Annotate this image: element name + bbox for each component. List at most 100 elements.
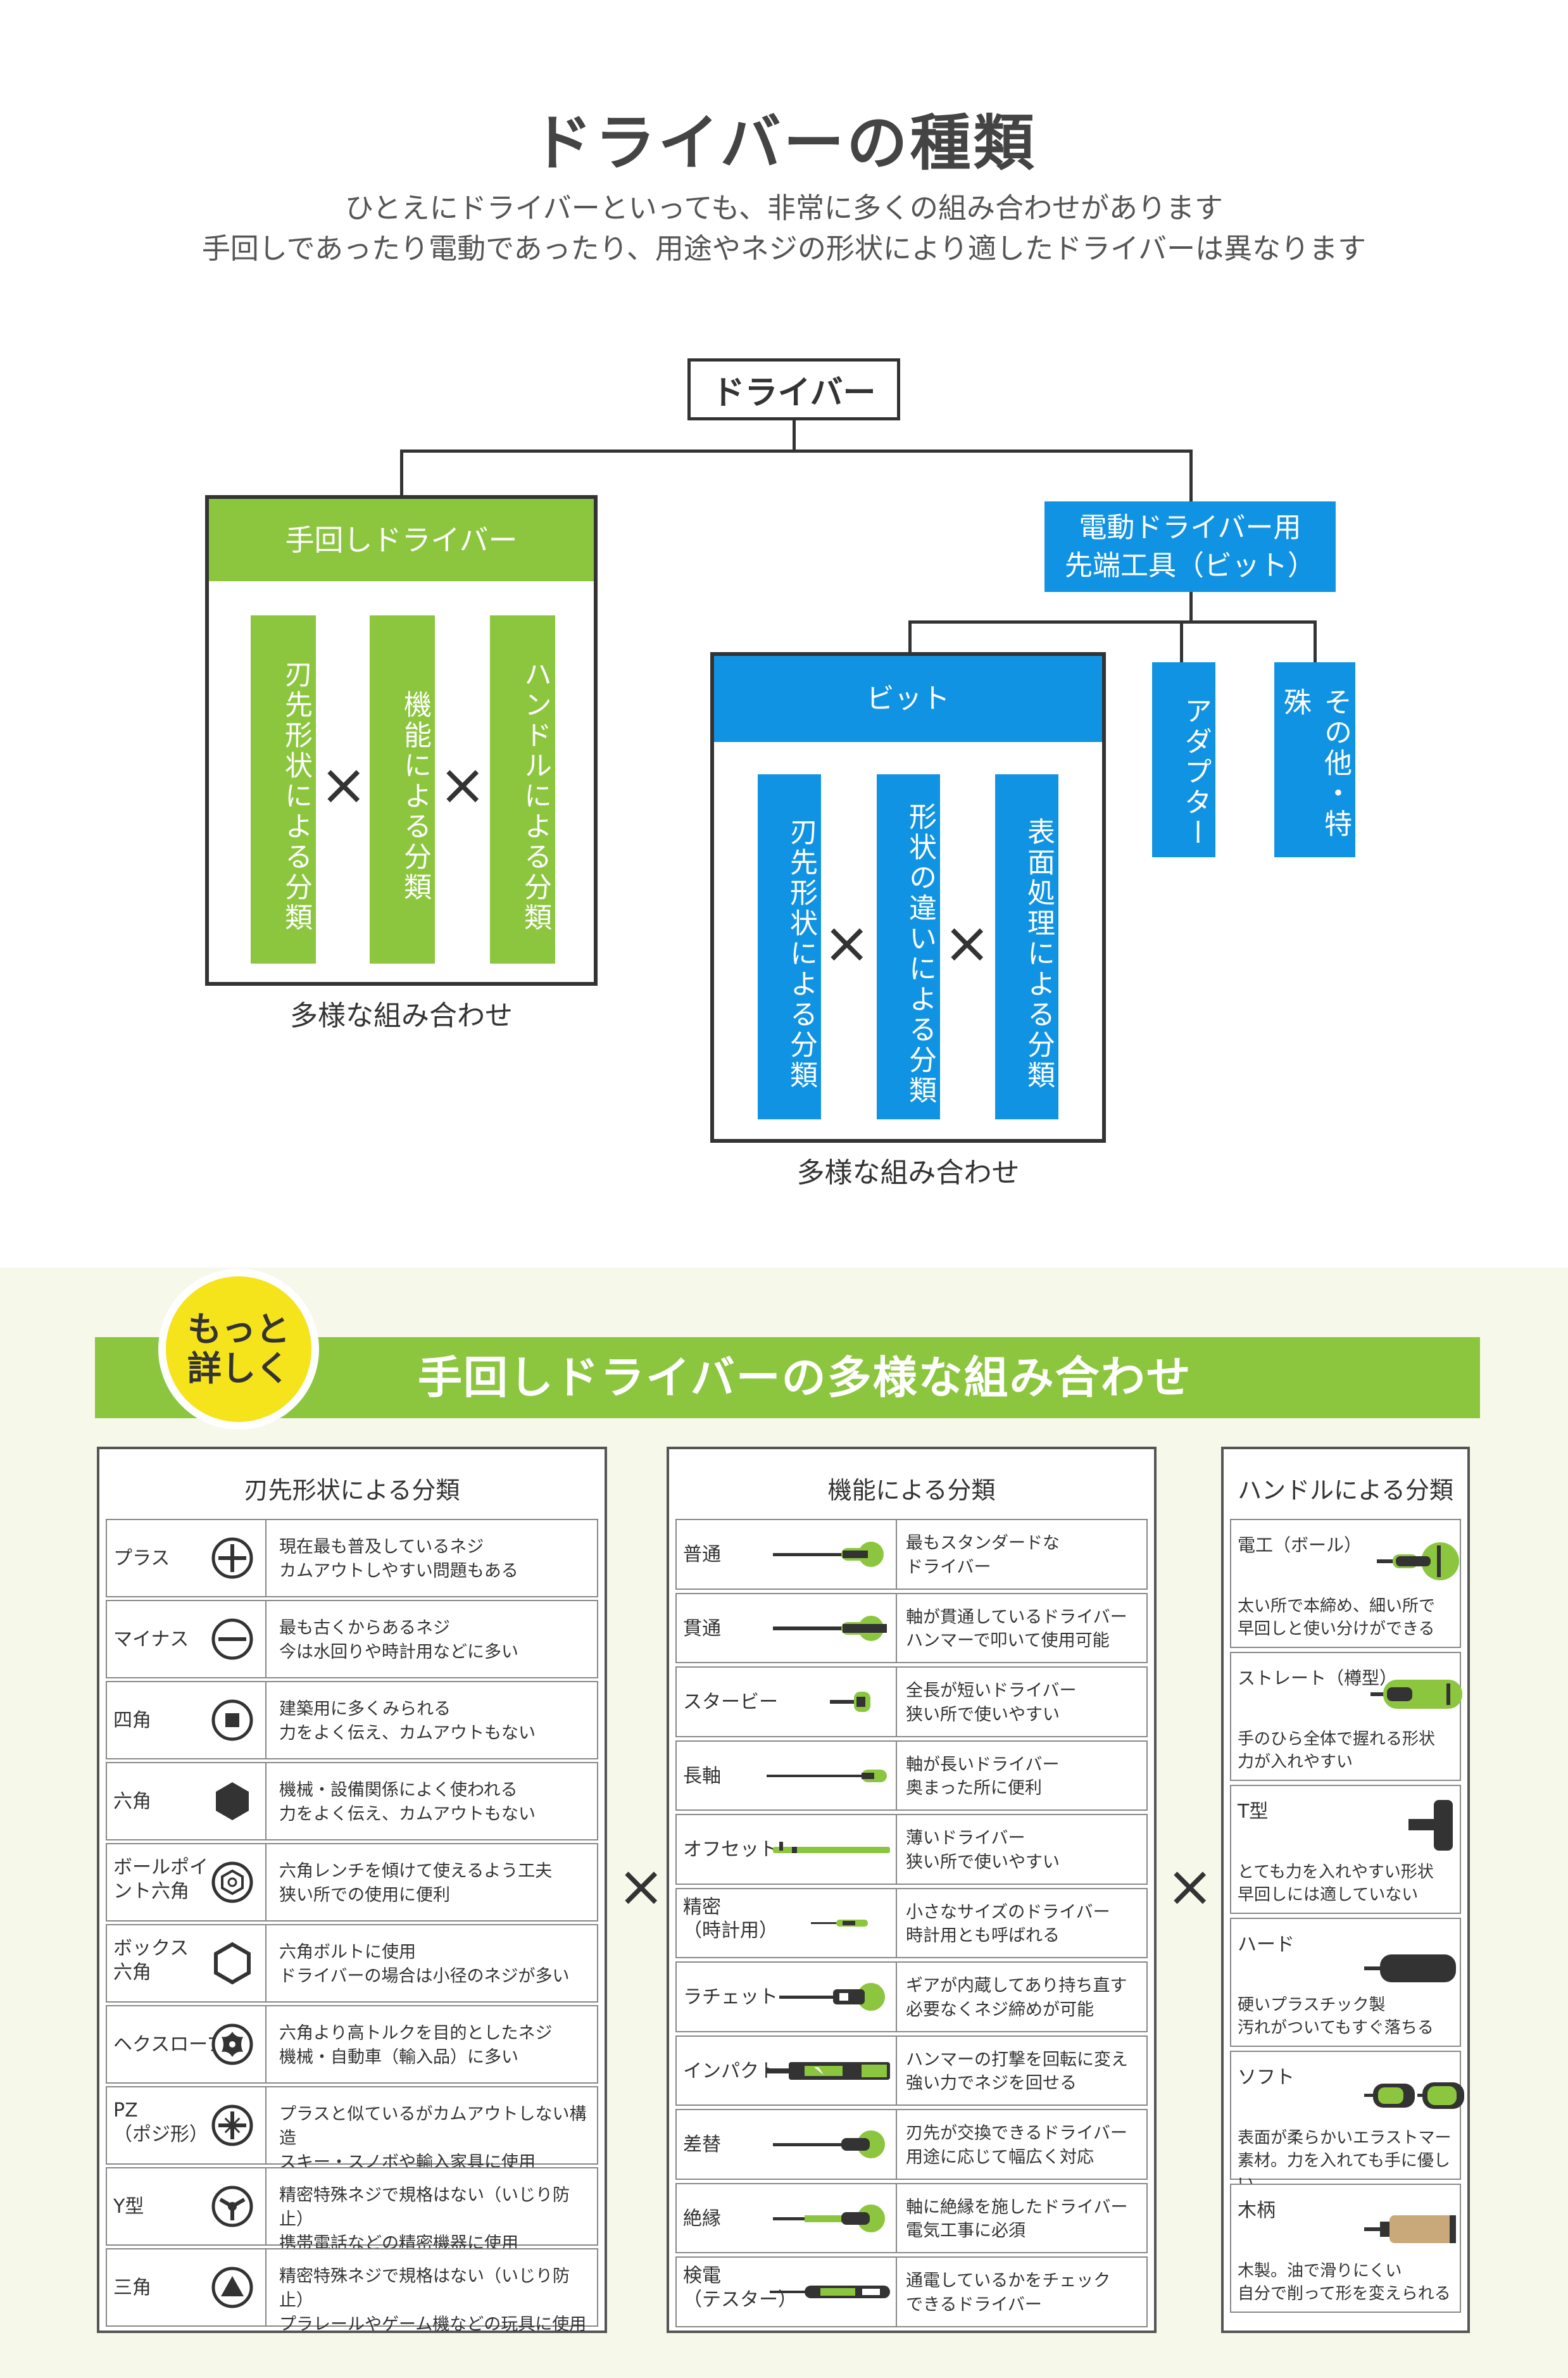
- desc-line-2: 力をよく伝え、カムアウトもない: [279, 1723, 536, 1743]
- row-description: 軸が長いドライバー奥まった所に便利: [906, 1753, 1059, 1801]
- lead-line-2: 手回しであったり電動であったり、用途やネジの形状により適したドライバーは異なりま…: [201, 232, 1367, 265]
- desc-line-1: ハンマーの打撃を回転に変え: [906, 2049, 1128, 2070]
- function-row: 絶縁 軸に絶縁を施したドライバー電気工事に必須: [675, 2182, 1148, 2253]
- desc-line-1: 現在最も普及しているネジ: [279, 1537, 484, 1557]
- insulated-driver-icon: [767, 2199, 893, 2240]
- other-box: その他・特殊: [1274, 662, 1355, 857]
- function-panel-header: 機能による分類: [827, 1476, 996, 1504]
- soft-handle-icon: [1364, 2073, 1465, 2120]
- desc-line-1: とても力を入れやすい形状: [1238, 1863, 1434, 1882]
- desc-line-1: プラスと似ているがカムアウトしない構造: [279, 2104, 587, 2148]
- desc-line-1: 精密特殊ネジで規格はない（いじり防止）: [279, 2267, 570, 2310]
- manual-item-function: 機能による分類: [370, 615, 435, 964]
- section-banner: [95, 1337, 1480, 1418]
- t-handle-icon: [1402, 1794, 1491, 1859]
- page-title: ドライバーの種類: [531, 108, 1037, 179]
- desc-line-1: 手のひら全体で握れる形状: [1238, 1730, 1436, 1749]
- function-name: 長軸: [683, 1765, 721, 1789]
- tip-name: Y型: [113, 2195, 144, 2219]
- bit-header: ビット: [714, 656, 1102, 742]
- function-name-line: オフセット: [683, 1839, 778, 1861]
- stubby-driver-icon: [767, 1683, 893, 1723]
- desc-line-1: 表面が柔らかいエラストマー: [1238, 2129, 1452, 2148]
- desc-line-2: ドライバーの場合は小径のネジが多い: [279, 1966, 570, 1986]
- tip-name: ヘクスローブ: [113, 2033, 225, 2057]
- tip-name: 三角: [113, 2276, 151, 2300]
- tip-name: 四角: [113, 1709, 151, 1733]
- handle-name: ストレート（樽型）: [1238, 1667, 1397, 1689]
- times-sign: ×: [943, 910, 991, 976]
- handle-name-line: ハード: [1238, 1934, 1295, 1956]
- tip-panel: 刃先形状による分類 プラス現在最も普及しているネジカムアウトしやすい問題もあるマ…: [97, 1447, 607, 2334]
- function-row: インパクトハンマーの打撃を回転に変え強い力でネジを回せる: [675, 2035, 1148, 2106]
- wood-handle-icon: [1364, 2210, 1459, 2251]
- times-sign: ×: [320, 752, 368, 818]
- handle-panel: ハンドルによる分類 電工（ボール）太い所で本締め、細い所で早回しと使い分けができ…: [1221, 1447, 1470, 2333]
- function-name: 検電（テスター）: [683, 2264, 797, 2312]
- through-driver-icon: [767, 1609, 893, 1650]
- desc-line-1: 全長が短いドライバー: [906, 1681, 1077, 1701]
- function-row: 貫通軸が貫通しているドライバーハンマーで叩いて使用可能: [675, 1592, 1148, 1663]
- desc-line-1: 硬いプラスチック製: [1238, 1996, 1386, 2015]
- function-row: 普通最もスタンダードなドライバー: [675, 1519, 1148, 1590]
- row-description: 六角ボルトに使用ドライバーの場合は小径のネジが多い: [279, 1941, 569, 1989]
- desc-line-1: 精密特殊ネジで規格はない（いじり防止）: [279, 2186, 570, 2229]
- function-row: ラチェットギアが内蔵してあり持ち直す必要なくネジ締めが可能: [675, 1961, 1148, 2032]
- desc-line-2: 早回しには適していない: [1238, 1885, 1419, 1905]
- desc-line-2: プラレールやゲーム機などの玩具に使用: [279, 2314, 587, 2334]
- hexalobular-icon: [210, 2022, 255, 2070]
- function-name-line: （時計用）: [683, 1920, 778, 1942]
- row-description: 全長が短いドライバー狭い所で使いやすい: [906, 1679, 1076, 1727]
- desc-line-2: 狭い所で使いやすい: [906, 1704, 1060, 1725]
- tip-name-line: PZ: [113, 2099, 138, 2122]
- row-description: 薄いドライバー狭い所で使いやすい: [906, 1827, 1060, 1875]
- desc-line-1: 最もスタンダードな: [906, 1533, 1060, 1553]
- desc-line-2: カムアウトしやすい問題もある: [279, 1561, 518, 1581]
- handle-row: 木柄木製。油で滑りにくい自分で削って形を変えられる: [1230, 2184, 1461, 2313]
- function-name-line: 絶縁: [683, 2207, 721, 2230]
- handle-name-line: 木柄: [1238, 2199, 1276, 2222]
- tip-name: マイナス: [113, 1628, 189, 1652]
- desc-line-1: 木製。油で滑りにくい: [1238, 2262, 1402, 2280]
- function-name-line: 貫通: [683, 1617, 721, 1640]
- handle-name-line: 電工（ボール）: [1238, 1535, 1362, 1556]
- desc-line-2: 汚れがついてもすぐ落ちる: [1238, 2018, 1434, 2038]
- times-sign: ×: [823, 910, 871, 976]
- function-name: オフセット: [683, 1838, 778, 1862]
- tip-name-line: 四角: [113, 1709, 151, 1732]
- tip-row: ヘクスローブ六角より高トルクを目的としたネジ機械・自動車（輸入品）に多い: [106, 2005, 598, 2084]
- row-description: 軸に絶縁を施したドライバー電気工事に必須: [906, 2196, 1127, 2244]
- desc-line-1: 薄いドライバー: [906, 1828, 1025, 1848]
- phillips-icon: [210, 1535, 255, 1583]
- badge-line-2: 詳しく: [187, 1349, 290, 1388]
- row-description: 刃先が交換できるドライバー用途に応じて幅広く対応: [906, 2122, 1127, 2170]
- ball-handle-icon: [1377, 1539, 1465, 1586]
- tip-row: ボックス六角 六角ボルトに使用ドライバーの場合は小径のネジが多い: [106, 1924, 598, 2003]
- tip-name: ボックス六角: [113, 1937, 189, 1984]
- function-row: 検電（テスター） 通電しているかをチェックできるドライバー: [675, 2256, 1148, 2327]
- tip-name-line: 三角: [113, 2277, 151, 2299]
- electric-header: 電動ドライバー用先端工具（ビット）: [1044, 501, 1336, 592]
- tip-row: Y型精密特殊ネジで規格はない（いじり防止）携帯電話などの精密機器に使用: [106, 2167, 598, 2253]
- function-row: 長軸 軸が長いドライバー奥まった所に便利: [675, 1740, 1148, 1811]
- bit-caption: 多様な組み合わせ: [796, 1157, 1020, 1189]
- handle-row: 電工（ボール）太い所で本締め、細い所で早回しと使い分けができる: [1230, 1519, 1461, 1648]
- desc-line-1: 六角より高トルクを目的としたネジ: [279, 2023, 553, 2043]
- desc-line-1: 通電しているかをチェック: [906, 2271, 1111, 2291]
- tip-name-line: ント六角: [113, 1880, 189, 1903]
- row-description: 通電しているかをチェックできるドライバー: [906, 2269, 1110, 2317]
- row-description: 最も古くからあるネジ今は水回りや時計用などに多い: [279, 1616, 518, 1664]
- desc-line-2: 自分で削って形を変えられる: [1238, 2284, 1451, 2304]
- function-name: スタービー: [683, 1690, 778, 1714]
- desc-line-1: 機械・設備関係によく使われる: [279, 1780, 518, 1800]
- tip-row: ボールポイント六角六角レンチを傾けて使えるよう工夫狭い所での使用に便利: [106, 1843, 598, 1922]
- function-row: 差替刃先が交換できるドライバー用途に応じて幅広く対応: [675, 2109, 1148, 2180]
- tip-name: 六角: [113, 1790, 151, 1814]
- desc-line-2: 力が入れやすい: [1238, 1752, 1353, 1772]
- bit-item-surface: 表面処理による分類: [995, 774, 1058, 1119]
- times-sign: ×: [1166, 1853, 1214, 1920]
- barrel-handle-icon: [1370, 1672, 1465, 1719]
- desc-line-1: 太い所で本締め、細い所で: [1238, 1597, 1436, 1616]
